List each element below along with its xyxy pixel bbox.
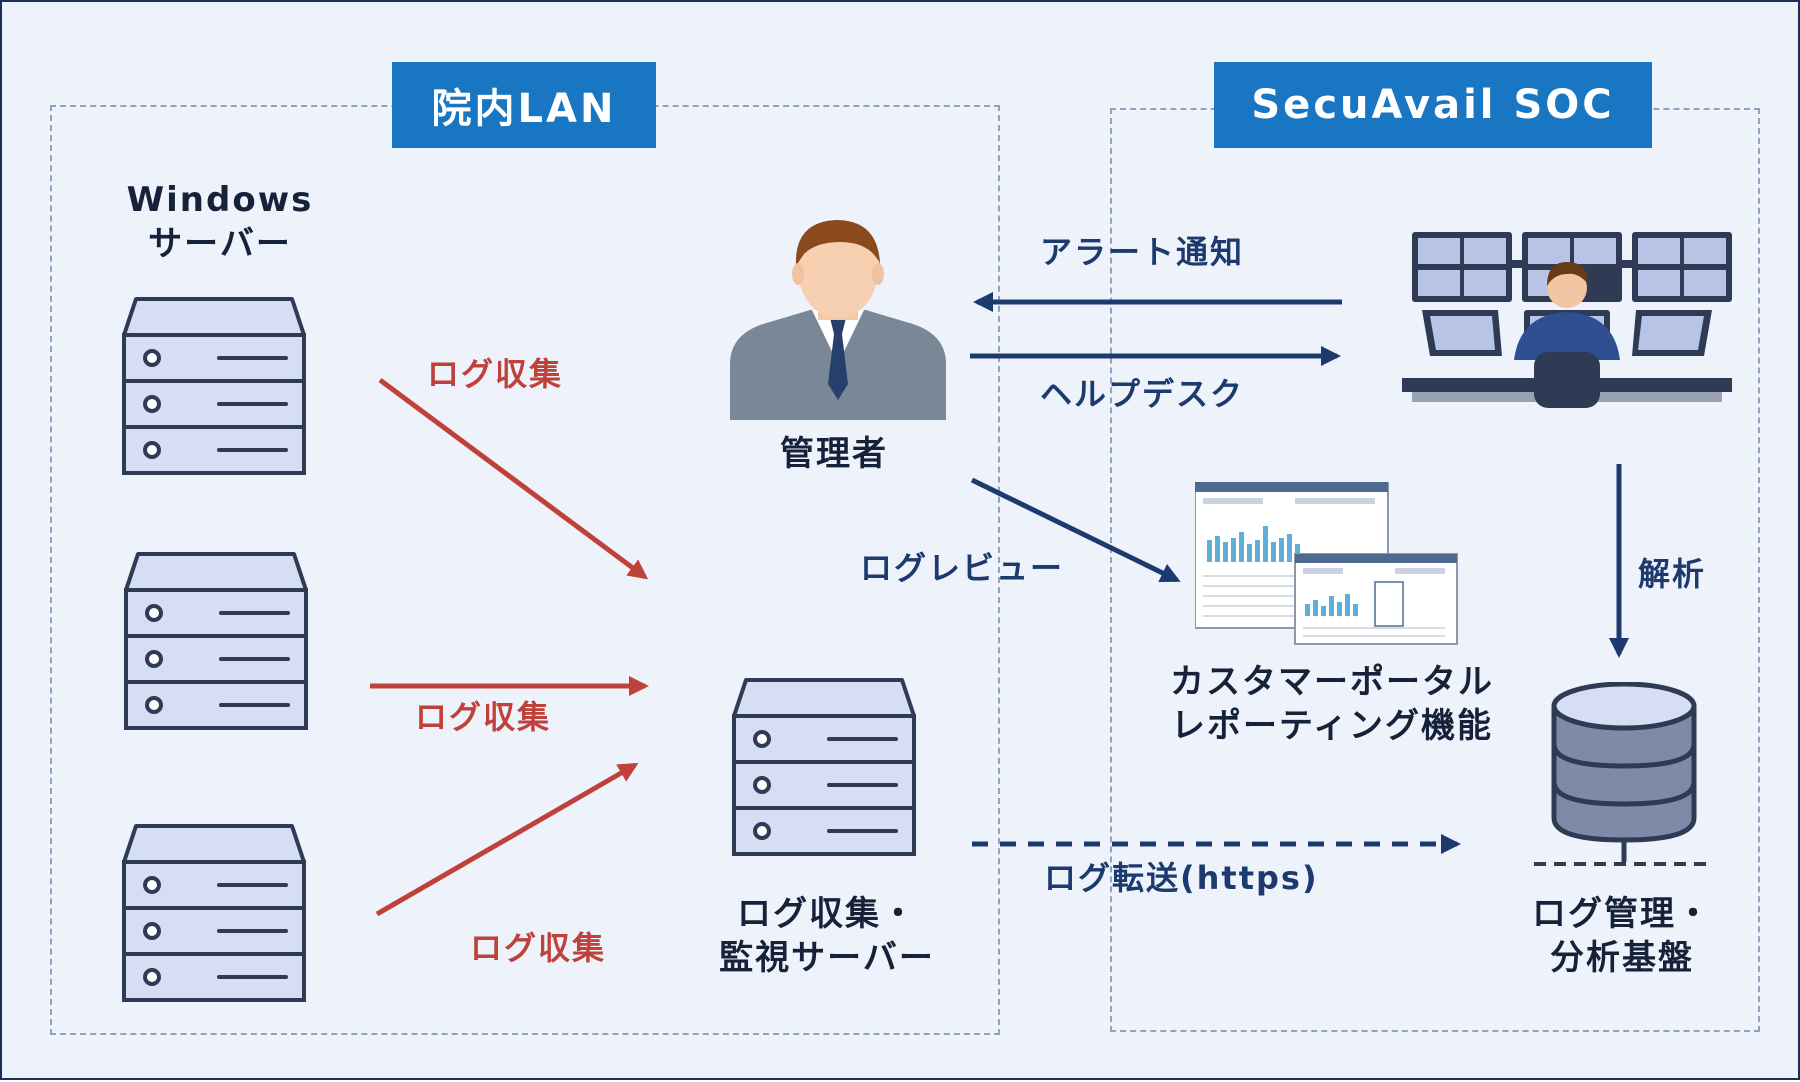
windows-server-3-icon: [122, 824, 306, 1002]
helpdesk-label: ヘルプデスク: [1040, 375, 1245, 413]
log-review-arrow: [970, 477, 1181, 583]
soc-operator-icon: [1402, 232, 1732, 408]
platform-label-line1: ログ管理・: [1532, 894, 1712, 934]
collector-label: ログ収集・ 監視サーバー: [702, 892, 952, 980]
transfer-label: ログ転送(https): [1044, 859, 1319, 897]
windows-label-line2: サーバー: [148, 224, 292, 264]
collect-arrow-bottom: [375, 762, 639, 917]
collector-label-line2: 監視サーバー: [719, 938, 935, 978]
windows-label-line1: Windows: [126, 180, 314, 220]
log-collect-label-2: ログ収集: [415, 698, 552, 736]
collector-label-line1: ログ収集・: [737, 894, 917, 934]
log-collect-label-1: ログ収集: [427, 355, 564, 393]
portal-screenshot-icon: [1195, 482, 1458, 645]
collector-server-icon: [732, 678, 916, 856]
administrator-icon: [730, 220, 946, 420]
portal-label-line2: レポーティング機能: [1171, 706, 1493, 746]
administrator-label: 管理者: [780, 434, 888, 474]
platform-label-line2: 分析基盤: [1550, 938, 1694, 978]
log-review-label: ログレビュー: [860, 549, 1065, 587]
database-icon: [1534, 682, 1714, 866]
portal-label-line1: カスタマーポータル: [1170, 662, 1494, 702]
portal-label: カスタマーポータル レポーティング機能: [1150, 660, 1514, 748]
alert-label: アラート通知: [1040, 233, 1245, 271]
windows-server-1-icon: [122, 297, 306, 475]
hospital-lan-title: 院内LAN: [392, 62, 656, 148]
platform-label: ログ管理・ 分析基盤: [1502, 892, 1742, 980]
collect-arrow-top: [378, 377, 649, 580]
analysis-label: 解析: [1638, 555, 1707, 593]
windows-label: Windows サーバー: [110, 178, 330, 266]
windows-server-2-icon: [124, 552, 308, 730]
log-collect-label-3: ログ収集: [470, 929, 607, 967]
soc-title: SecuAvail SOC: [1214, 62, 1652, 148]
